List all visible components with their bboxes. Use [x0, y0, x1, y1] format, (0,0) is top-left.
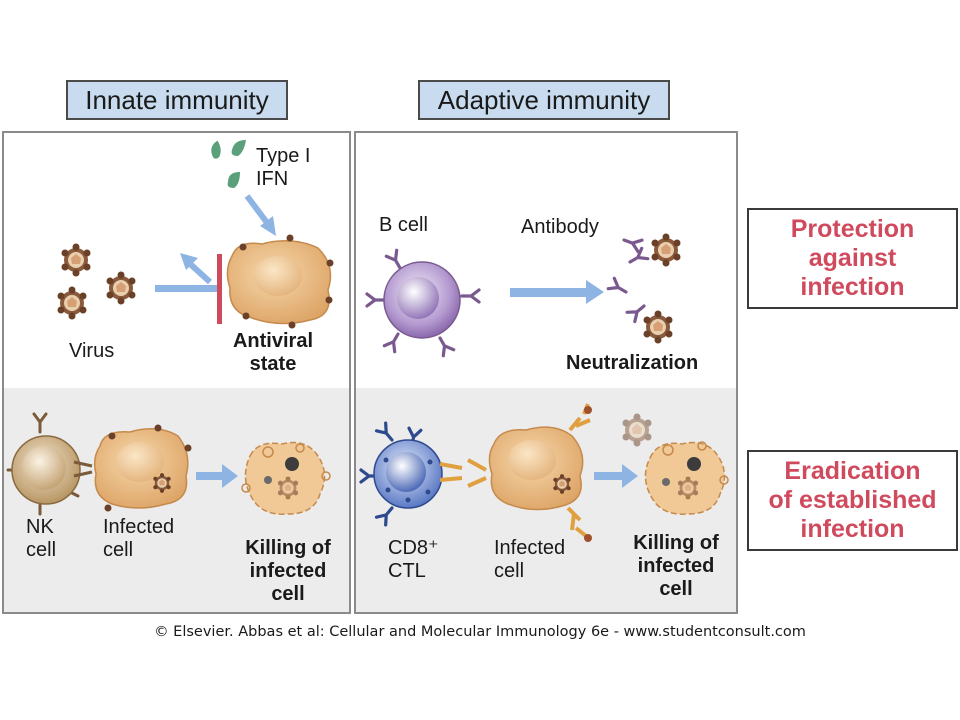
b-cell: [365, 248, 481, 358]
killed-cell-innate: [241, 441, 331, 515]
cd8-ctl: [359, 421, 487, 527]
nk-cell: [6, 412, 93, 516]
antibody-arrow: [510, 280, 604, 304]
virus-label: Virus: [69, 340, 115, 362]
neutralization-label: Neutralization: [566, 352, 699, 374]
neutralized-viruses: [606, 232, 681, 344]
adaptive-immunity-header: Adaptive immunity: [418, 80, 670, 120]
kill-arrow-innate: [196, 464, 238, 488]
b-cell-label: B cell: [379, 214, 428, 236]
ifn-molecules: [211, 140, 246, 188]
virus-block-arrow: [155, 253, 222, 324]
killed-cell-adaptive: [622, 413, 729, 515]
infected-cell-adaptive: [488, 403, 592, 542]
antibody-label: Antibody: [521, 216, 599, 238]
antiviral-cell: [226, 234, 334, 329]
cd8-ctl-label: CD8⁺CTL: [388, 537, 439, 582]
ifn-arrow: [244, 194, 276, 236]
virus-particles: [57, 243, 136, 320]
kill-arrow-adaptive: [594, 464, 638, 488]
infected-cell-innate: [93, 424, 192, 512]
copyright-caption: © Elsevier. Abbas et al: Cellular and Mo…: [154, 624, 806, 640]
innate-immunity-header: Innate immunity: [66, 80, 288, 120]
